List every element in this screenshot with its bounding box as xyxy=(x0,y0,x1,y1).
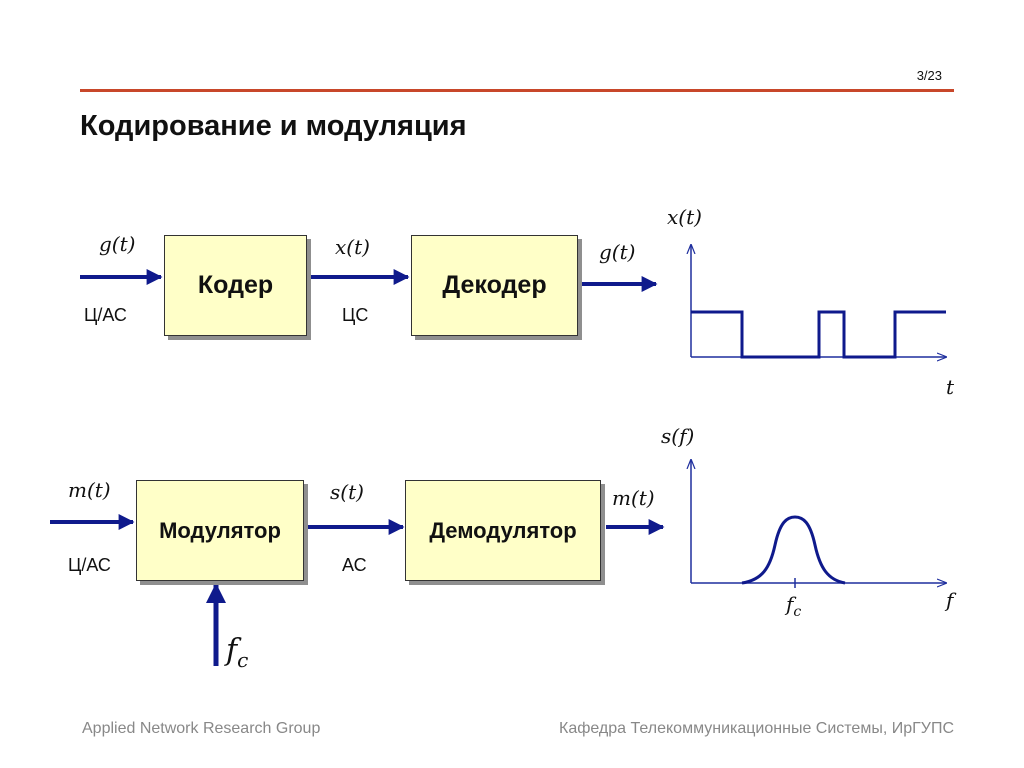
bottom-graph-y-label: s(f) xyxy=(661,424,695,448)
demodulator-output-signal-label: m(t) xyxy=(612,486,655,510)
carrier-frequency-subscript: c xyxy=(237,648,249,672)
coder-output-signal-label: x(t) xyxy=(335,235,370,259)
page-number: 3/23 xyxy=(916,68,942,83)
modulator-input-type-label: Ц/АС xyxy=(68,555,111,575)
tick-frequency-symbol: f xyxy=(786,592,794,616)
coder-block: Кодер xyxy=(164,235,307,336)
decoder-block: Декодер xyxy=(411,235,578,336)
modulator-output-signal-label: s(t) xyxy=(330,480,364,504)
page-title: Кодирование и модуляция xyxy=(80,110,467,142)
footer-organization: Applied Network Research Group xyxy=(82,720,321,737)
bottom-graph-x-label: f xyxy=(946,588,954,612)
carrier-frequency-label: fc xyxy=(226,633,248,672)
spectrum-curve xyxy=(741,515,846,585)
top-graph-x-label: t xyxy=(946,375,955,399)
modulator-block: Модулятор xyxy=(136,480,304,581)
coder-output-type-label: ЦС xyxy=(342,305,369,325)
coder-input-signal-label: g(t) xyxy=(99,232,136,256)
modulator-input-signal-label: m(t) xyxy=(68,478,111,502)
top-graph-y-label: x(t) xyxy=(667,205,702,229)
demodulator-block: Демодулятор xyxy=(405,480,601,581)
digital-signal-waveform xyxy=(691,310,946,359)
bottom-graph-tick-label: fc xyxy=(786,592,801,620)
modulator-output-type-label: АС xyxy=(342,555,367,575)
coder-input-type-label: Ц/АС xyxy=(84,305,127,325)
carrier-frequency-symbol: f xyxy=(226,633,238,668)
header-rule xyxy=(80,89,954,92)
decoder-output-signal-label: g(t) xyxy=(599,240,636,264)
footer-department: Кафедра Телекоммуникационные Системы, Ир… xyxy=(559,720,954,737)
tick-frequency-subscript: c xyxy=(793,604,802,620)
